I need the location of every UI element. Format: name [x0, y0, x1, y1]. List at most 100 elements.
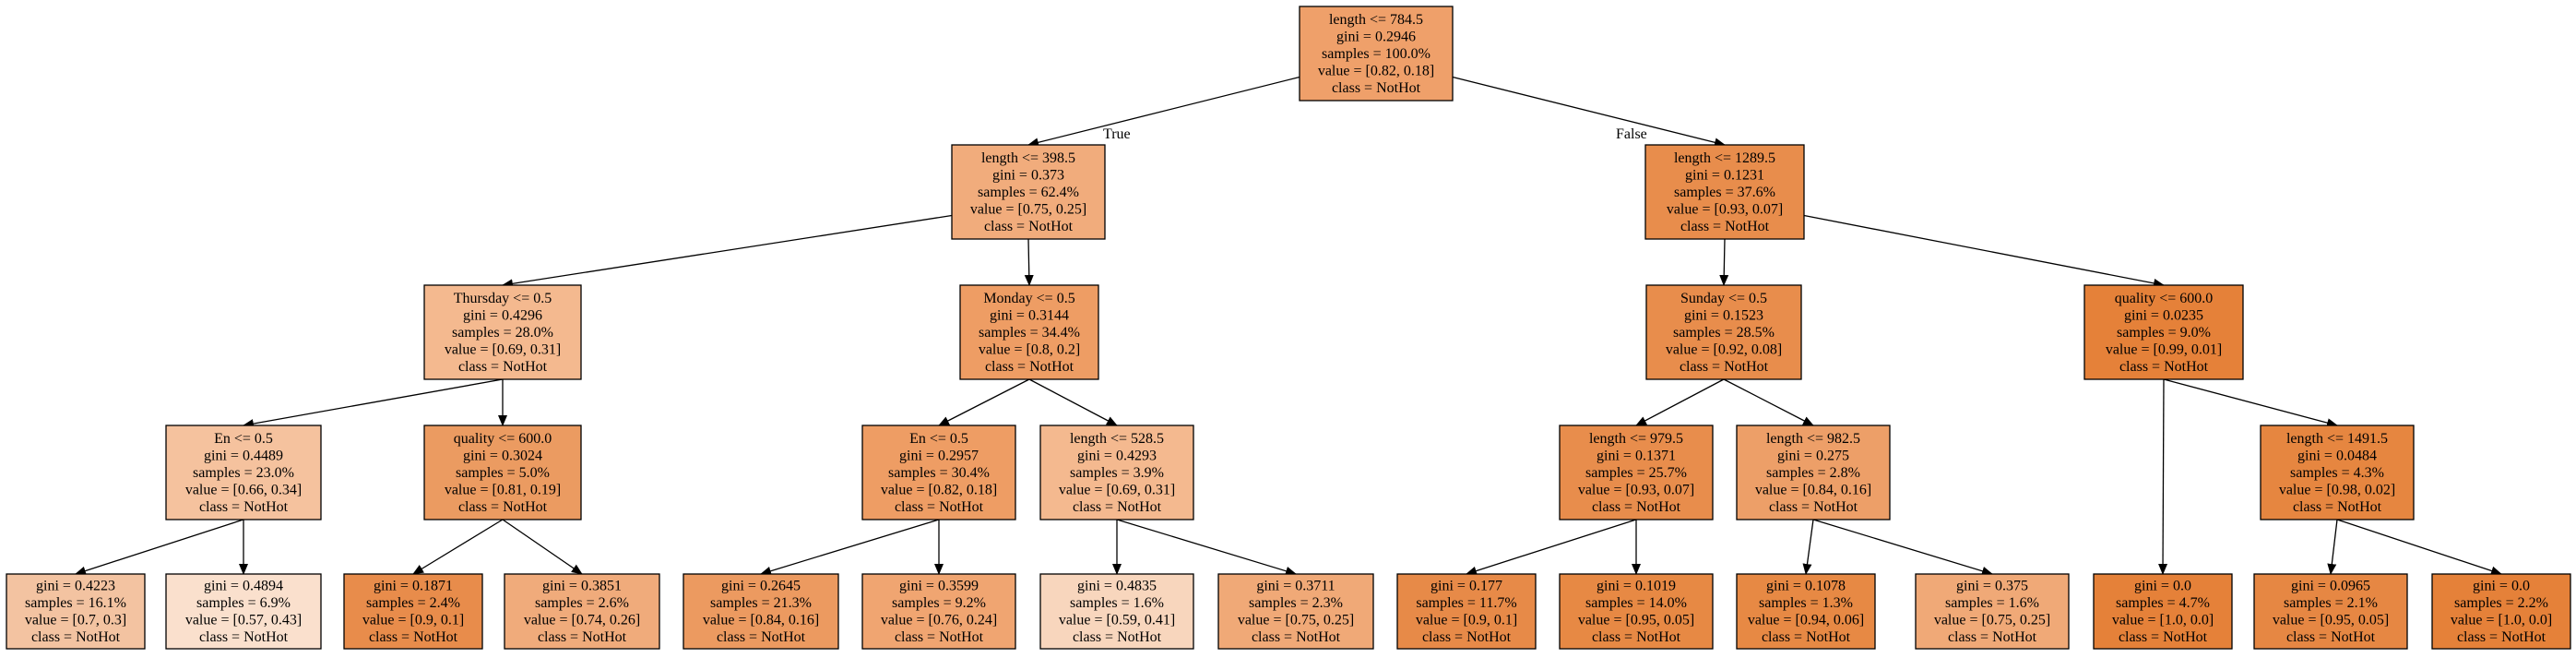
edge-n14-n28	[2327, 519, 2338, 575]
tree-node-line: class = NotHot	[1073, 499, 1162, 515]
tree-node-line: class = NotHot	[717, 629, 806, 645]
edge-label-true: True	[1103, 126, 1131, 142]
tree-node-box	[1396, 573, 1537, 650]
tree-node-line: gini = 0.2946	[1336, 29, 1416, 44]
tree-node-line: samples = 9.2%	[892, 595, 986, 611]
tree-node-line: samples = 23.0%	[193, 465, 294, 481]
tree-node-line: class = NotHot	[31, 629, 121, 645]
tree-node-line: value = [0.93, 0.07]	[1667, 201, 1783, 217]
tree-node-line: class = NotHot	[1252, 629, 1341, 645]
tree-node-line: gini = 0.2645	[721, 579, 801, 594]
tree-node-box	[861, 573, 1016, 650]
tree-node-line: value = [0.76, 0.24]	[881, 613, 997, 628]
tree-node-box	[6, 573, 146, 650]
edge-n9-n19	[760, 519, 940, 576]
tree-node-line: class = NotHot	[2119, 629, 2208, 645]
edge-n1-n3	[502, 214, 953, 289]
tree-node-line: samples = 9.0%	[2117, 325, 2211, 341]
tree-node-box	[1915, 573, 2070, 650]
edge-n8-n17	[412, 519, 504, 575]
tree-node-line: class = NotHot	[1073, 629, 1162, 645]
tree-node-line: samples = 2.4%	[366, 595, 460, 611]
tree-node-line: value = [0.81, 0.19]	[445, 482, 561, 497]
tree-node-line: value = [0.74, 0.26]	[524, 613, 640, 628]
edge-n5-n12	[1723, 378, 1814, 426]
tree-node-line: class = NotHot	[895, 629, 984, 645]
edge-label-false: False	[1616, 126, 1647, 142]
tree-node-box	[423, 425, 582, 520]
tree-node-box	[423, 284, 582, 380]
tree-node-line: value = [0.94, 0.06]	[1748, 613, 1864, 628]
tree-node-line: value = [0.75, 0.25]	[1934, 613, 2050, 628]
tree-node-line: gini = 0.0484	[2297, 448, 2377, 463]
tree-node-line: samples = 1.6%	[1945, 595, 2039, 611]
tree-node-line: class = NotHot	[458, 359, 548, 375]
tree-node-line: value = [0.7, 0.3]	[25, 613, 126, 628]
tree-node-line: samples = 11.7%	[1416, 595, 1516, 611]
tree-node-line: value = [1.0, 0.0]	[2112, 613, 2214, 628]
tree-node-line: quality <= 600.0	[2115, 291, 2213, 306]
tree-node-line: value = [0.66, 0.34]	[185, 482, 302, 497]
tree-node-line: value = [0.59, 0.41]	[1059, 613, 1175, 628]
tree-node-line: value = [0.75, 0.25]	[970, 201, 1086, 217]
tree-node-line: value = [0.95, 0.05]	[1578, 613, 1694, 628]
tree-node-line: samples = 2.6%	[535, 595, 629, 611]
tree-node-line: length <= 982.5	[1766, 431, 1860, 447]
edge-n12-n25	[1802, 519, 1814, 575]
edge-n8-n18	[502, 519, 583, 575]
edge-n6-n27	[2158, 378, 2168, 575]
tree-node-line: gini = 0.177	[1430, 579, 1502, 594]
tree-node-line: length <= 784.5	[1329, 12, 1423, 28]
tree-node-line: samples = 3.9%	[1070, 465, 1164, 481]
tree-node-line: value = [0.82, 0.18]	[881, 482, 997, 497]
tree-node-line: class = NotHot	[1680, 359, 1769, 375]
tree-node-line: samples = 4.3%	[2290, 465, 2384, 481]
tree-node-line: gini = 0.3599	[899, 579, 979, 594]
edge-n7-n15	[75, 519, 244, 576]
tree-node-line: value = [0.69, 0.31]	[1059, 482, 1175, 497]
tree-node-box	[1736, 573, 1876, 650]
tree-node-line: samples = 2.2%	[2454, 595, 2548, 611]
tree-node-line: value = [0.9, 0.1]	[362, 613, 464, 628]
tree-node-box	[959, 284, 1099, 380]
edge-n0-n1	[1027, 76, 1300, 148]
tree-node-line: class = NotHot	[538, 629, 627, 645]
tree-node-line: length <= 1491.5	[2286, 431, 2388, 447]
tree-node-line: value = [0.57, 0.43]	[185, 613, 302, 628]
tree-node-line: length <= 528.5	[1070, 431, 1164, 447]
tree-node-box	[2093, 573, 2233, 650]
tree-node-line: samples = 2.3%	[1249, 595, 1343, 611]
tree-node-line: gini = 0.1231	[1685, 167, 1764, 183]
tree-node-line: value = [0.9, 0.1]	[1416, 613, 1517, 628]
tree-node-box	[1736, 425, 1891, 520]
tree-node-box	[343, 573, 483, 650]
tree-node-line: class = NotHot	[1762, 629, 1851, 645]
tree-node-line: class = NotHot	[1332, 80, 1421, 96]
tree-node-line: gini = 0.4296	[463, 307, 542, 323]
tree-node-line: value = [0.75, 0.25]	[1238, 613, 1354, 628]
tree-node-line: gini = 0.0235	[2124, 307, 2203, 323]
tree-node-line: value = [0.93, 0.07]	[1578, 482, 1694, 497]
tree-node-box	[1039, 425, 1194, 520]
tree-node-line: length <= 1289.5	[1674, 150, 1775, 166]
tree-node-line: gini = 0.1078	[1766, 579, 1846, 594]
tree-node-line: class = NotHot	[1680, 219, 1770, 234]
tree-node-line: gini = 0.1019	[1597, 579, 1676, 594]
tree-node-line: samples = 2.8%	[1766, 465, 1860, 481]
tree-node-line: samples = 21.3%	[710, 595, 812, 611]
tree-node-line: value = [0.69, 0.31]	[445, 341, 561, 357]
tree-node-box	[2260, 425, 2415, 520]
